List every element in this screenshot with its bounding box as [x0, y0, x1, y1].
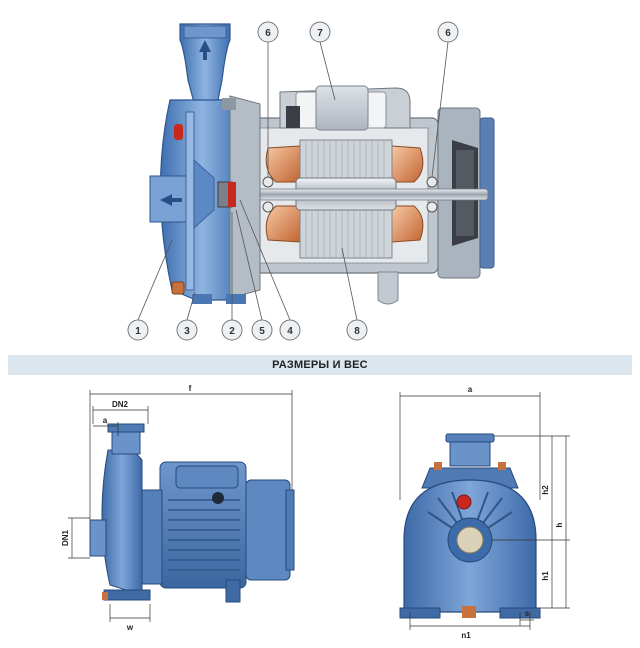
callout-7: 7 — [309, 21, 331, 43]
pump-body — [149, 23, 261, 304]
dim-label-s: s — [525, 609, 530, 618]
dim-label-h2: h2 — [541, 485, 550, 495]
stator-windings — [265, 145, 424, 243]
callout-label: 3 — [184, 326, 190, 337]
section-title: РАЗМЕРЫ И ВЕС — [272, 359, 368, 371]
callout-8: 8 — [346, 319, 368, 341]
callouts: 6 7 6 1 3 2 5 4 — [127, 21, 459, 341]
pump-front-view — [399, 433, 541, 619]
impeller — [185, 111, 215, 291]
dim-label-w: w — [126, 623, 134, 632]
bearing-front — [262, 176, 274, 213]
pump-side-view — [89, 423, 295, 603]
callout-label: 6 — [265, 28, 271, 39]
capacitor-terminal-box — [279, 85, 411, 131]
dim-label-width-a: a — [468, 385, 473, 394]
callout-6-rear: 6 — [437, 21, 459, 43]
callout-4: 4 — [279, 319, 301, 341]
section-banner: РАЗМЕРЫ И ВЕС — [8, 355, 632, 375]
dim-label-f: f — [189, 384, 192, 393]
dim-label-h1: h1 — [541, 571, 550, 581]
bearing-rear — [426, 176, 438, 213]
mechanical-seal — [217, 181, 236, 208]
motor-foot — [377, 271, 399, 305]
front-dimension-lines — [399, 392, 570, 630]
dim-label-h: h — [555, 522, 564, 527]
callout-label: 7 — [317, 28, 323, 39]
callout-label: 4 — [287, 326, 293, 337]
side-dimension-lines — [68, 390, 293, 622]
dimension-drawings: f DN2 a DN1 w — [61, 384, 570, 640]
pump-cutaway-diagram: 6 7 6 1 3 2 5 4 — [127, 21, 495, 341]
callout-label: 1 — [135, 326, 141, 337]
callout-label: 8 — [354, 326, 360, 337]
dim-label-dn2: DN2 — [112, 400, 129, 409]
callout-label: 6 — [445, 28, 451, 39]
dim-label-n1: n1 — [461, 631, 471, 640]
callout-1: 1 — [127, 319, 149, 341]
callout-label: 2 — [229, 326, 235, 337]
stator-core — [299, 139, 393, 259]
callout-2: 2 — [221, 319, 243, 341]
callout-3: 3 — [176, 319, 198, 341]
front-dimension-labels: a h2 h h1 s n1 — [461, 385, 564, 640]
callout-label: 5 — [259, 326, 265, 337]
callout-6-front: 6 — [257, 21, 279, 43]
dim-label-dn1: DN1 — [61, 529, 70, 546]
side-dimension-labels: f DN2 a DN1 w — [61, 384, 192, 632]
callout-leaders — [137, 41, 449, 321]
dim-label-a: a — [103, 416, 108, 425]
callout-5: 5 — [251, 319, 273, 341]
